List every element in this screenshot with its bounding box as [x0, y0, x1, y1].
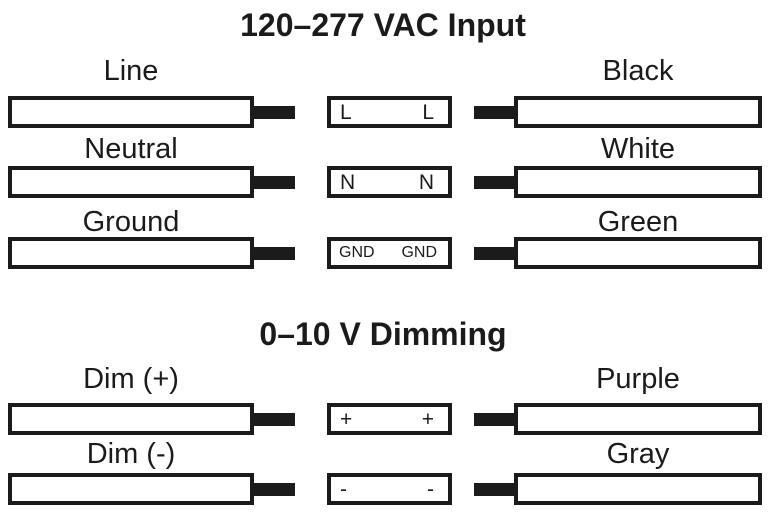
terminal-block-dim-plus: + +: [327, 403, 452, 435]
terminal-block-dim-minus: - -: [327, 473, 452, 505]
terminal-label-left: +: [340, 407, 353, 431]
dim-plus-wire-lead-right: [514, 403, 762, 435]
label-gray: Gray: [606, 438, 670, 470]
terminal-label-left: -: [340, 477, 347, 501]
ground-wire-stub-right: [474, 247, 516, 260]
dim-minus-wire-stub-right: [474, 483, 516, 496]
dim-minus-wire-lead-left: [8, 473, 254, 505]
dim-plus-wire-stub-right: [474, 413, 516, 426]
line-wire-stub-left: [252, 106, 295, 119]
row-dim-plus: + +: [0, 403, 776, 435]
terminal-label-right: -: [427, 477, 434, 501]
terminal-label-right: GND: [401, 244, 437, 261]
row-line: L L: [0, 96, 776, 128]
terminal-label-left: N: [340, 170, 356, 194]
terminal-label-left: GND: [339, 244, 375, 261]
terminal-label-right: L: [422, 100, 434, 124]
label-neutral: Neutral: [84, 133, 178, 165]
line-wire-stub-right: [474, 106, 516, 119]
terminal-label-left: L: [340, 100, 352, 124]
terminal-block-line: L L: [327, 96, 452, 128]
row-ground: GND GND: [0, 237, 776, 269]
ground-wire-stub-left: [252, 247, 295, 260]
neutral-wire-lead-left: [8, 166, 254, 198]
dim-minus-wire-lead-right: [514, 473, 762, 505]
terminal-block-ground: GND GND: [327, 237, 452, 269]
section-title-dimming: 0–10 V Dimming: [259, 316, 507, 352]
label-white: White: [600, 133, 676, 165]
label-line: Line: [103, 55, 159, 87]
dim-minus-wire-stub-left: [252, 483, 295, 496]
neutral-wire-stub-right: [474, 176, 516, 189]
label-green: Green: [597, 206, 679, 238]
terminal-label-right: N: [418, 170, 434, 194]
label-black: Black: [602, 55, 674, 87]
row-dim-minus: - -: [0, 473, 776, 505]
label-dim-minus: Dim (-): [86, 438, 176, 470]
dim-plus-wire-lead-left: [8, 403, 254, 435]
ground-wire-lead-left: [8, 237, 254, 269]
label-purple: Purple: [596, 363, 680, 395]
label-ground: Ground: [82, 206, 180, 238]
terminal-label-right: +: [421, 407, 434, 431]
line-wire-lead-left: [8, 96, 254, 128]
line-wire-lead-right: [514, 96, 762, 128]
neutral-wire-stub-left: [252, 176, 295, 189]
row-neutral: N N: [0, 166, 776, 198]
terminal-block-neutral: N N: [327, 166, 452, 198]
ground-wire-lead-right: [514, 237, 762, 269]
dim-plus-wire-stub-left: [252, 413, 295, 426]
neutral-wire-lead-right: [514, 166, 762, 198]
section-title-vac-input: 120–277 VAC Input: [240, 7, 526, 43]
label-dim-plus: Dim (+): [83, 363, 179, 395]
